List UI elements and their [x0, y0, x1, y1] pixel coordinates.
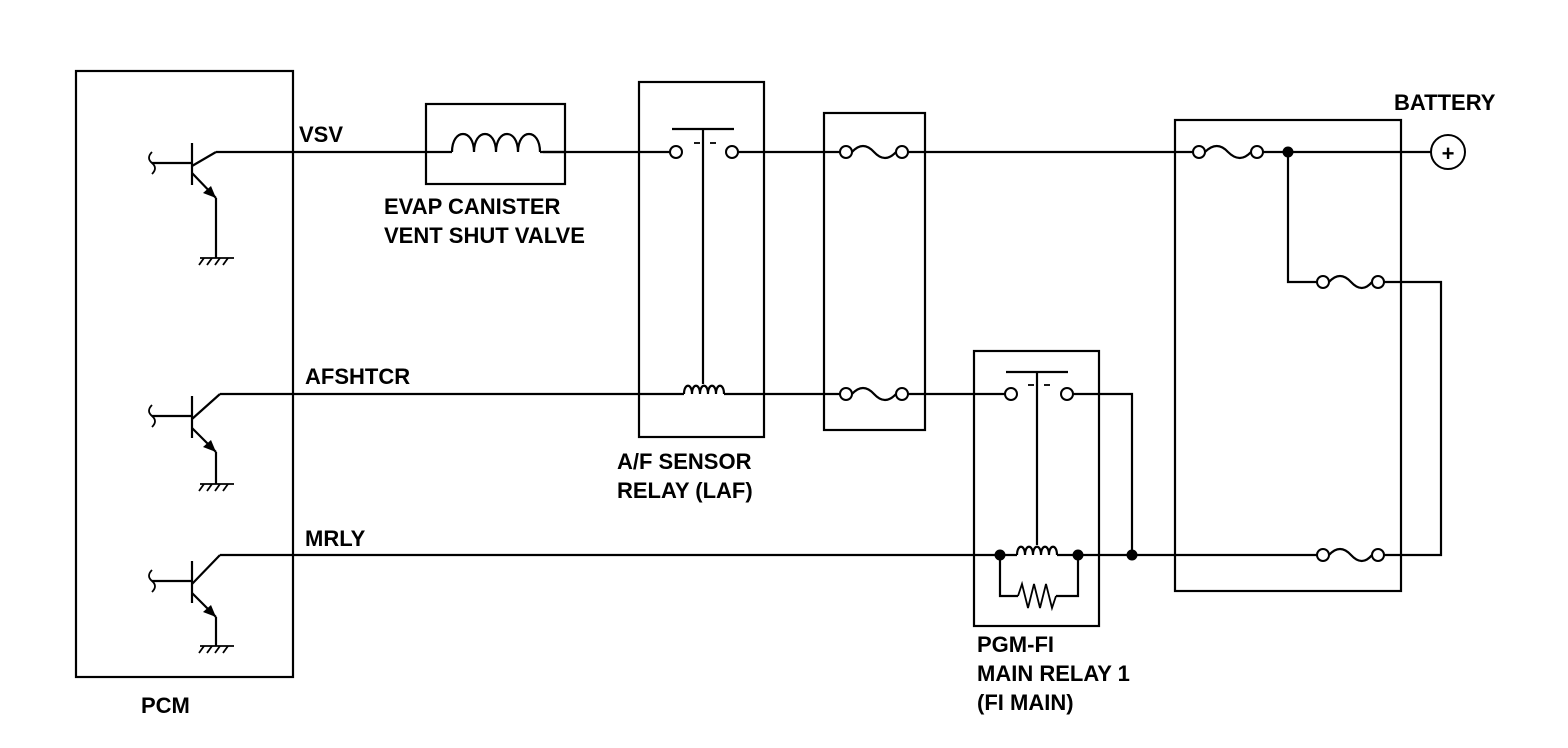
junction-dot — [994, 549, 1006, 561]
pcm-transistor-mrly — [148, 553, 293, 654]
wire-fimain-switch — [1071, 392, 1134, 555]
relay-coil — [682, 384, 726, 395]
af-relay-label-line2: RELAY (LAF) — [617, 478, 753, 503]
wire-fusebox-internal — [1286, 152, 1323, 284]
evap-valve-box — [424, 102, 567, 186]
evap-label-line1: EVAP CANISTER — [384, 194, 561, 219]
junction-dot — [1126, 549, 1138, 561]
battery-plus-symbol: + — [1442, 141, 1455, 166]
af-relay-box — [637, 80, 766, 439]
fi-main-label-line3: (FI MAIN) — [977, 690, 1074, 715]
fuse-block-1 — [822, 111, 927, 432]
ground-symbol — [198, 483, 234, 492]
fuse-block-1-box — [822, 111, 927, 432]
evap-label-line2: VENT SHUT VALVE — [384, 223, 585, 248]
relay-coil — [1015, 545, 1059, 556]
pcm-module — [74, 69, 295, 679]
vsv-label: VSV — [299, 122, 343, 147]
fi-main-label-line1: PGM-FI — [977, 632, 1054, 657]
fuse-box-2-box — [1173, 118, 1403, 593]
fi-main-label-line2: MAIN RELAY 1 — [977, 661, 1130, 686]
wire-fusebox-loop — [1382, 280, 1443, 557]
mrly-label: MRLY — [305, 526, 366, 551]
junction-dot — [1282, 146, 1294, 158]
pgm-fi-main-relay-1 — [972, 349, 1101, 628]
relay-terminal — [725, 145, 739, 159]
af-sensor-relay — [637, 80, 766, 439]
pcm-transistor-afshtcr — [148, 392, 293, 492]
fuse-icon — [1192, 144, 1264, 160]
fi-main-relay-box — [972, 349, 1101, 628]
resistor — [1017, 580, 1057, 612]
wires — [293, 150, 1443, 557]
ground-symbol — [198, 645, 234, 654]
junction-dot — [1072, 549, 1084, 561]
fuse-icon — [1316, 274, 1385, 290]
afshtcr-label: AFSHTCR — [305, 364, 410, 389]
fuse-icon — [839, 386, 909, 402]
pcm-box — [74, 69, 295, 679]
battery-terminal-icon — [1430, 134, 1466, 170]
fuse-box-2 — [1173, 118, 1403, 593]
battery: + — [1430, 134, 1466, 170]
ground-symbol — [198, 257, 234, 266]
evap-canister-vent-shut-valve — [424, 102, 567, 186]
battery-label: BATTERY — [1394, 90, 1496, 115]
pcm-transistor-vsv — [148, 143, 293, 266]
relay-terminal — [669, 145, 683, 159]
fuse-icon — [1316, 547, 1385, 563]
af-relay-label-line1: A/F SENSOR — [617, 449, 752, 474]
solenoid-coil — [450, 133, 542, 153]
pcm-label: PCM — [141, 693, 190, 718]
fuse-icon — [839, 144, 909, 160]
